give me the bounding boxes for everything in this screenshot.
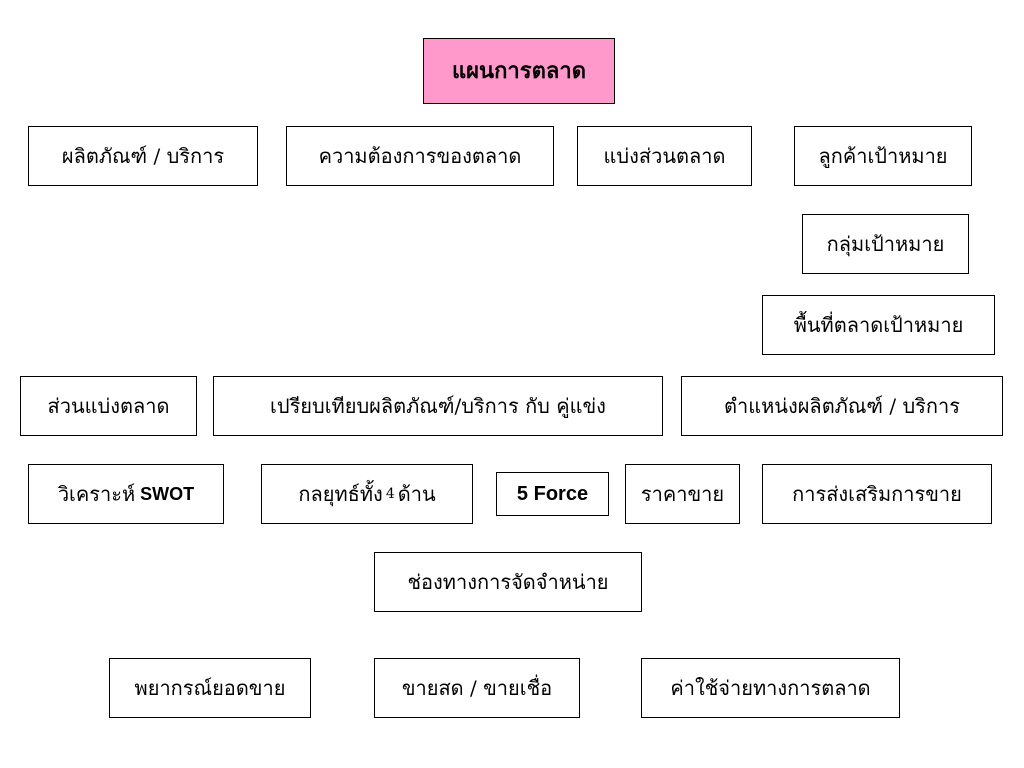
swot-analysis-label: วิเคราะห์ [57, 482, 136, 506]
market-needs-box: ความต้องการของตลาด [286, 126, 554, 186]
cash-credit-sales-box: ขายสด / ขายเชื่อ [374, 658, 580, 718]
selling-price-box: ราคาขาย [625, 464, 740, 524]
four-p-strategy-box: กลยุทธ์ทั้ง 4 ด้าน [261, 464, 473, 524]
five-force-box: 5 Force [496, 472, 609, 516]
strategy-suffix: ด้าน [397, 482, 436, 506]
target-market-area-box: พื้นที่ตลาดเป้าหมาย [762, 295, 995, 355]
target-customers-box: ลูกค้าเป้าหมาย [794, 126, 972, 186]
compare-competitors-box: เปรียบเทียบผลิตภัณฑ์/บริการ กับ คู่แข่ง [213, 376, 663, 436]
distribution-channel-box: ช่องทางการจัดจำหน่าย [374, 552, 642, 612]
strategy-number: 4 [385, 486, 395, 502]
swot-analysis-box: วิเคราะห์ SWOT [28, 464, 224, 524]
strategy-label: กลยุทธ์ทั้ง [298, 482, 383, 506]
target-group-box: กลุ่มเป้าหมาย [802, 214, 969, 274]
market-share-box: ส่วนแบ่งตลาด [20, 376, 197, 436]
product-service-box: ผลิตภัณฑ์ / บริการ [28, 126, 258, 186]
product-positioning-box: ตำแหน่งผลิตภัณฑ์ / บริการ [681, 376, 1003, 436]
market-segmentation-box: แบ่งส่วนตลาด [577, 126, 752, 186]
marketing-plan-title: แผนการตลาด [423, 38, 615, 104]
marketing-expense-box: ค่าใช้จ่ายทางการตลาด [641, 658, 900, 718]
sales-promotion-box: การส่งเสริมการขาย [762, 464, 992, 524]
swot-text: SWOT [140, 484, 195, 504]
sales-forecast-box: พยากรณ์ยอดขาย [109, 658, 311, 718]
